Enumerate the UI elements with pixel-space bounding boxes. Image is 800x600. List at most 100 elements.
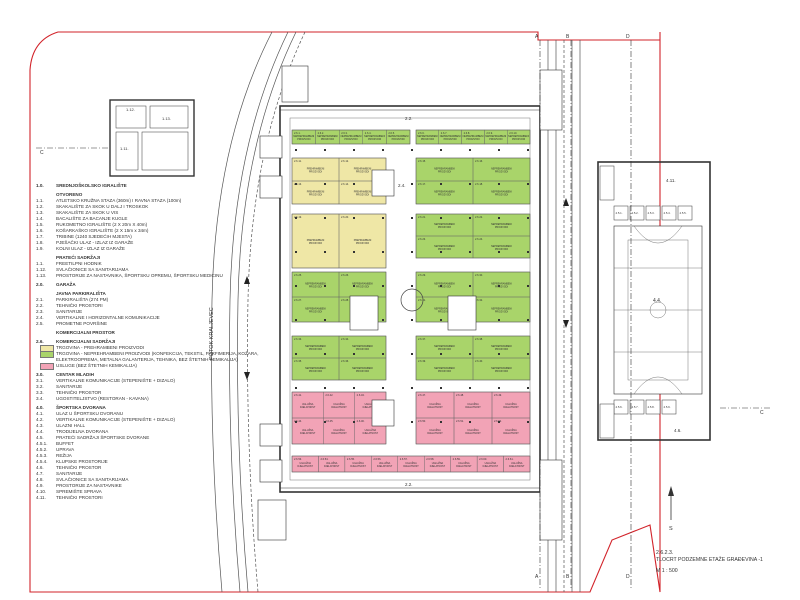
shop-unit xyxy=(338,213,387,269)
unit-use: UGLUŽNA xyxy=(467,403,479,406)
unit-code: 2.6.34. xyxy=(341,337,349,341)
legend-item: 3.3.TEHNIČKI PROSTOR xyxy=(36,390,266,396)
unit-code: 2.6.4. xyxy=(365,131,372,135)
legend-swatch xyxy=(40,351,54,358)
legend-code: 4.5.4. xyxy=(36,459,48,464)
unit-code: 2.6.27. xyxy=(294,298,302,302)
unit-use: DJELATNOST xyxy=(456,465,472,468)
legend-item: 4.3.ULAZNI HALL xyxy=(36,423,266,429)
unit-use: NEPREHRAMBENI xyxy=(388,135,409,138)
column xyxy=(440,183,442,185)
legend-item: OTVORENO xyxy=(36,192,266,198)
legend-label: TRIBINE (1240 SJEDEĆIH MJESTA) xyxy=(56,234,132,239)
legend-code: 4.0. xyxy=(36,405,44,410)
legend-item: 2.6.KOMERCIJALNI SADRŽAJI xyxy=(36,339,266,345)
legend-code: 1.7. xyxy=(36,234,44,239)
unit-use: PROIZVODI xyxy=(438,370,451,373)
legend-item: 1.7. TRIBINE (1240 SJEDEĆIH MJESTA) xyxy=(36,234,266,240)
legend-code: 1.2. xyxy=(36,204,44,209)
legend-item: 4.5.4.KLUPSKE PROSTORIJE xyxy=(36,459,266,465)
unit-use: UGLUŽNA xyxy=(429,403,441,406)
column xyxy=(469,387,471,389)
column xyxy=(440,217,442,219)
title-block: 2.6.2.3. TLOCRT PODZEMNE ETAŽE GRAĐEVINA… xyxy=(656,550,763,575)
legend-label: PARKIRALIŠTA (274 PM) xyxy=(56,297,109,302)
legend-label: TRODIJELNA DVORANA xyxy=(56,429,109,434)
unit-use: UGLUŽNA xyxy=(326,462,338,465)
column xyxy=(411,149,413,151)
traffic-arrows xyxy=(244,198,569,380)
parking-columns xyxy=(295,149,529,423)
unit-use: NEPREHRAMBENI xyxy=(364,135,385,138)
unit-code: 2.6.53. xyxy=(294,457,302,461)
site-boundary xyxy=(29,31,661,593)
unit-use: DJELATNOST xyxy=(350,465,366,468)
unit-use: PROIZVODI xyxy=(309,242,322,245)
unit-use: NEPREHRAMBENI xyxy=(341,135,362,138)
unit-code: 2.6.59. xyxy=(453,457,461,461)
unit-use: NEPREHRAMBENI xyxy=(352,345,373,348)
legend-code: 2.5. xyxy=(36,321,44,326)
legend-label: KOMERCIJALNI SADRŽAJI xyxy=(56,339,116,344)
legend-label: ATLETSKO KRUŽNA STAZA (360m) I RAVNA STA… xyxy=(56,198,182,203)
legend-item: 1.0. SREDNJOŠKOLSKO IGRALIŠTE xyxy=(36,183,266,189)
legend-label: GARAŽA xyxy=(56,282,76,287)
legend-code: 1.1. xyxy=(36,261,44,266)
legend-code: 1.0. xyxy=(36,183,44,188)
shop-block-nonfood: 2.6.37.NEPREHRAMBENIPROIZVODI2.6.38.NEPR… xyxy=(415,335,531,381)
unit-use: DJELATNOST xyxy=(377,465,393,468)
legend-label: SREDNJOŠKOLSKO IGRALIŠTE xyxy=(56,183,127,188)
legend-item: 1.9.KOLNI ULAZ - IZLAZ IZ GARAŽE xyxy=(36,246,266,252)
legend-item: JAVNA PARKIRALIŠTA xyxy=(36,291,266,297)
legend-item: 1.1.FREETILPNI HODNIK xyxy=(36,261,266,267)
legend: 1.0. SREDNJOŠKOLSKO IGRALIŠTE OTVORENO 1.1.… xyxy=(36,180,266,501)
column xyxy=(527,319,529,321)
column xyxy=(324,183,326,185)
column xyxy=(324,353,326,355)
legend-code: 4.11. xyxy=(36,495,46,500)
column xyxy=(324,319,326,321)
legend-label: UPRAVA xyxy=(56,447,75,452)
unit-use: UGLUŽNA xyxy=(505,429,517,432)
column xyxy=(498,251,500,253)
unit-use: PROIZVODI xyxy=(368,138,381,141)
unit-code: 2.6.15. xyxy=(418,159,426,163)
unit-use: DJELATNOST xyxy=(509,465,525,468)
legend-label: ULAZ U ŠPORTSKU DVORANU xyxy=(56,411,124,416)
hall-top-label: 4.11. xyxy=(666,178,676,183)
shop-block-nonfood: 2.6.6.NEPREHRAMBENIPROIZVODI2.6.7.NEPREH… xyxy=(415,129,531,145)
column xyxy=(295,421,297,423)
column xyxy=(440,251,442,253)
column xyxy=(527,183,529,185)
unit-use: PROIZVODI xyxy=(297,138,310,141)
svg-text:B: B xyxy=(566,574,570,580)
unit-code: 2.6.47. xyxy=(418,393,426,397)
unit-code: 2.6.21. xyxy=(418,215,426,219)
unit-code: 2.6.61. xyxy=(506,457,514,461)
legend-item: 4.5.1.BUFFET xyxy=(36,441,266,447)
unit-code: 2.6.8. xyxy=(464,131,471,135)
shop-unit xyxy=(472,357,531,381)
unit-code: 2.6.3. xyxy=(341,131,348,135)
column xyxy=(440,149,442,151)
legend-item: 4.5.3.REŽIJA xyxy=(36,453,266,459)
shop-block-nonfood: 2.6.21.NEPREHRAMBENIPROIZVODI2.6.22.NEPR… xyxy=(415,213,531,259)
unit-use: DJELATNOST xyxy=(503,432,519,435)
svg-text:C: C xyxy=(760,410,764,416)
column xyxy=(353,217,355,219)
legend-code: 4.5.2. xyxy=(36,447,48,452)
unit-use: NEPREHRAMBENI xyxy=(434,308,455,311)
legend-code: 4.7. xyxy=(36,471,44,476)
unit-use: PROIZVODI xyxy=(438,194,451,197)
legend-label: PROSTORIJE ZA NASTAVNIKA, ŠPORTSKU OPREM… xyxy=(56,273,223,278)
unit-use: UGLUŽNA xyxy=(485,462,497,465)
unit-code: 2.6.46. xyxy=(357,419,365,423)
unit-use: PROIZVODI xyxy=(438,348,451,351)
hall-room-code: 4.5.6. xyxy=(616,405,623,409)
unit-use: NEPREHRAMBENI xyxy=(491,308,512,311)
unit-use: PROIZVODI xyxy=(495,248,508,251)
commercial-blocks: 2.6.1.NEPREHRAMBENIPROIZVODI2.6.2.NEPREH… xyxy=(291,129,531,473)
svg-text:A: A xyxy=(535,574,539,580)
legend-label: OTVORENO xyxy=(56,192,83,197)
shop-unit xyxy=(507,129,531,145)
